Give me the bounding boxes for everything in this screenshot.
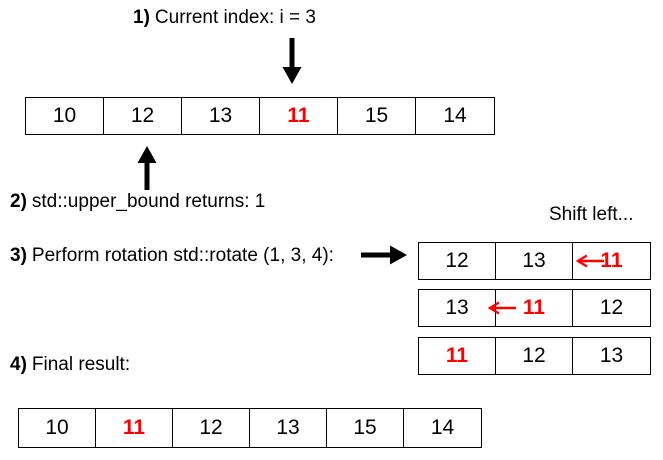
rotation-row-3-cell-1: 12 [496,338,573,374]
step3-label: 3)Perform rotation std::rotate (1, 3, 4)… [10,245,334,267]
rotation-row-1: 12 13 11 [418,242,651,280]
rotation-row-1-cell-0: 12 [419,243,496,279]
final-array: 10 11 12 13 15 14 [18,408,482,448]
initial-array-cell-0: 10 [26,98,104,134]
final-array-cell-3: 13 [250,409,327,447]
shift-left-label: Shift left... [549,204,634,225]
step2-text: std::upper_bound returns: 1 [31,191,266,212]
shift-left-arrow-icon-row2 [486,301,516,315]
initial-array: 10 12 13 11 15 14 [25,97,495,135]
down-arrow-icon [281,38,303,84]
rotation-row-2: 13 11 12 [418,289,651,327]
up-arrow-icon [136,146,158,190]
shift-left-arrow-icon-row1 [574,254,604,268]
final-array-cell-1-highlight: 11 [96,409,173,447]
rotation-row-2-cell-1-highlight: 11 [496,290,573,326]
step3-text: Perform rotation std::rotate (1, 3, 4): [31,245,334,266]
rotation-row-2-cell-0: 13 [419,290,496,326]
step1-number: 1) [133,7,150,28]
rotation-row-3: 11 12 13 [418,337,651,375]
step4-text: Final result: [31,354,131,375]
rotation-row-1-cell-1: 13 [496,243,573,279]
initial-array-cell-2: 13 [182,98,260,134]
rotation-row-3-cell-0-highlight: 11 [419,338,496,374]
rotation-row-2-cell-2: 12 [599,296,624,319]
step2-number: 2) [10,191,27,212]
step1-label: 1)Current index: i = 3 [133,7,316,29]
step4-number: 4) [10,354,27,375]
initial-array-cell-1: 12 [104,98,182,134]
initial-array-cell-5: 14 [443,104,467,127]
step2-label: 2)std::upper_bound returns: 1 [10,191,265,213]
final-array-cell-4: 15 [327,409,404,447]
rotation-row-3-cell-2: 13 [599,344,624,367]
rotation-row-1-cell-2-highlight: 11 [600,249,623,272]
final-array-cell-5: 14 [430,416,455,439]
initial-array-cell-3-highlight: 11 [260,98,338,134]
right-arrow-icon [361,244,407,266]
step3-number: 3) [10,245,27,266]
step1-text: Current index: i = 3 [154,7,316,28]
final-array-cell-0: 10 [19,409,96,447]
step4-label: 4)Final result: [10,354,130,376]
initial-array-cell-4: 15 [338,98,416,134]
final-array-cell-2: 12 [173,409,250,447]
